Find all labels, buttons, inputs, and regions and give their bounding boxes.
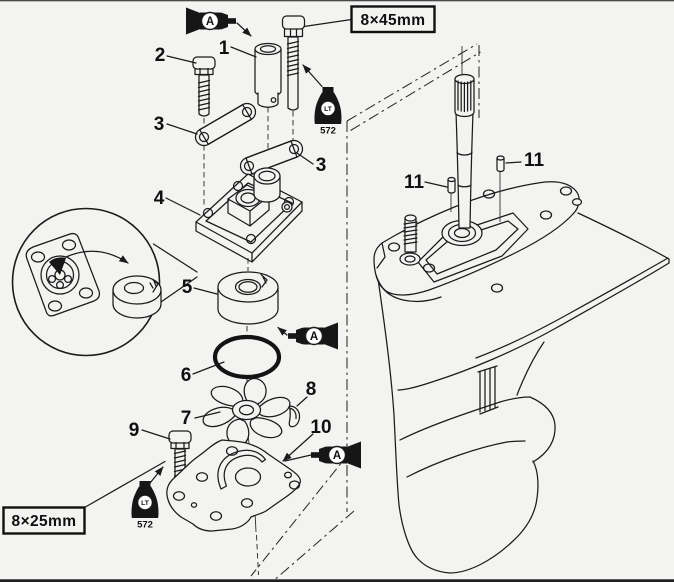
loctite-lt-label: LT — [141, 500, 150, 507]
sealant-letter-a: A — [310, 331, 318, 343]
mounting-stud-drawing — [399, 214, 421, 266]
driveshaft-drawing — [454, 46, 475, 229]
part-label-4: 4 — [154, 188, 165, 209]
sealant-tube-a-icon: A — [186, 7, 252, 37]
annotations: 8×45mm 8×25mm A — [2, 5, 545, 535]
part-label-11: 11 — [404, 172, 425, 193]
loctite-lt-label: LT — [324, 106, 333, 113]
part-label-2: 2 — [155, 45, 166, 66]
part-label-7: 7 — [181, 408, 192, 429]
insert-cartridge-drawing — [217, 271, 279, 325]
dowel-pin-drawing — [496, 155, 505, 222]
loctite-number-label: 572 — [320, 126, 336, 137]
bolt-9-drawing — [168, 430, 192, 481]
bolt-2-drawing — [192, 56, 216, 117]
part-label-5: 5 — [182, 277, 193, 298]
part-label-11: 11 — [524, 150, 545, 171]
size-callout-8x45: 8×45mm — [303, 5, 436, 34]
exploded-stack — [166, 15, 306, 532]
o-ring-drawing — [212, 334, 282, 380]
inset-insert-drawing — [112, 275, 162, 319]
loctite-number-label: 572 — [137, 520, 153, 531]
dowel-pin-drawing — [447, 176, 456, 212]
driveshaft-sleeve-drawing — [254, 42, 282, 108]
part-label-8: 8 — [306, 379, 317, 400]
impeller-drawing — [203, 376, 290, 447]
size-callout-8x25: 8×25mm — [2, 460, 166, 535]
sealant-letter-a: A — [206, 16, 214, 28]
part-label-1: 1 — [219, 38, 230, 59]
link-plate-drawing — [194, 102, 257, 147]
part-label-10: 10 — [310, 417, 331, 438]
phantom-plane-lines — [250, 43, 481, 582]
sealant-tube-a-icon: A — [277, 322, 338, 350]
figure-bottom-border — [0, 579, 674, 582]
sealant-tube-a-icon: A — [284, 441, 361, 469]
inset-flange-drawing — [25, 232, 101, 317]
inset-install-arrow — [65, 250, 129, 264]
part-label-9: 9 — [129, 420, 140, 441]
gearcase-drawing — [373, 46, 670, 574]
size-callout-8x45-text: 8×45mm — [361, 12, 426, 29]
loctite-572-icon: LT 572 — [131, 466, 164, 531]
detail-inset — [11, 207, 198, 357]
link-plate-drawing — [239, 139, 304, 176]
bolt-8x45-drawing — [281, 15, 306, 111]
sealant-letter-a: A — [333, 450, 341, 462]
size-callout-8x25-text: 8×25mm — [12, 513, 77, 530]
part-label-6: 6 — [181, 365, 192, 386]
figure-top-border — [0, 0, 674, 2]
part-label-3: 3 — [154, 114, 165, 135]
part-label-3: 3 — [316, 155, 327, 176]
woodruff-key-drawing — [288, 405, 301, 428]
gasket-plate-drawing — [166, 439, 302, 532]
pump-housing-drawing — [195, 167, 303, 263]
loctite-572-icon: LT 572 — [302, 64, 342, 137]
